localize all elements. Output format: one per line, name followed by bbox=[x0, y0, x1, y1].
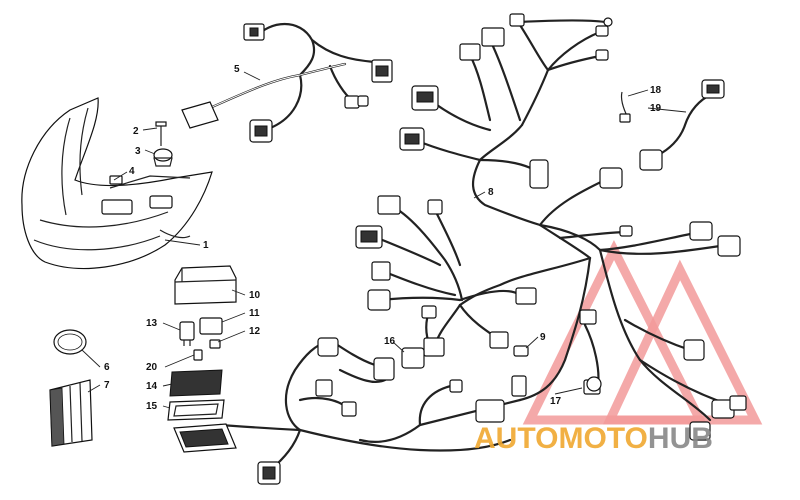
callout-13: 13 bbox=[146, 318, 158, 329]
fuse-box-base bbox=[173, 423, 237, 453]
main-wiring-harness bbox=[218, 13, 747, 485]
wire-bracket bbox=[619, 91, 631, 123]
fuse-panel bbox=[169, 369, 223, 397]
relay-large bbox=[199, 317, 223, 335]
watermark-auto: AUTO bbox=[474, 422, 558, 455]
callout-labels: 1 2 3 4 5 6 7 8 9 10 11 12 13 14 15 16 1… bbox=[104, 64, 662, 412]
relay-small bbox=[209, 339, 221, 349]
split-ring bbox=[53, 329, 87, 355]
callout-6: 6 bbox=[104, 362, 110, 373]
callout-14: 14 bbox=[146, 381, 158, 392]
fuse bbox=[193, 349, 203, 361]
small-connector bbox=[513, 345, 529, 357]
junction-connector bbox=[401, 347, 425, 369]
front-sub-harness bbox=[181, 23, 393, 143]
small-clip bbox=[109, 175, 123, 185]
callout-5: 5 bbox=[234, 64, 240, 75]
callout-9: 9 bbox=[540, 332, 546, 343]
callout-10: 10 bbox=[249, 290, 261, 301]
relay bbox=[179, 321, 195, 346]
callout-19: 19 bbox=[650, 103, 662, 114]
callout-leaders bbox=[81, 71, 687, 409]
callout-4: 4 bbox=[129, 166, 135, 177]
watermark-logo bbox=[522, 239, 763, 425]
callout-3: 3 bbox=[135, 146, 141, 157]
callout-15: 15 bbox=[146, 401, 158, 412]
callout-11: 11 bbox=[249, 308, 260, 319]
callout-18: 18 bbox=[650, 85, 662, 96]
bolt bbox=[155, 121, 167, 146]
headlight-fairing bbox=[21, 97, 213, 270]
callout-20: 20 bbox=[146, 362, 158, 373]
watermark-moto: MOTO bbox=[558, 422, 647, 455]
protective-sleeve bbox=[49, 379, 93, 447]
watermark-text: AUTOMOTOHUB bbox=[474, 422, 713, 455]
sensor bbox=[586, 376, 602, 392]
sensor-harness bbox=[639, 79, 725, 171]
watermark-hub: HUB bbox=[648, 422, 713, 455]
fuse-box-cover bbox=[174, 265, 237, 305]
callout-2: 2 bbox=[133, 126, 139, 137]
callout-1: 1 bbox=[203, 240, 209, 251]
callout-7: 7 bbox=[104, 380, 110, 391]
callout-12: 12 bbox=[249, 326, 261, 337]
callout-8: 8 bbox=[488, 187, 494, 198]
callout-16: 16 bbox=[384, 336, 396, 347]
fuse-box-gasket bbox=[167, 399, 225, 421]
svg-text:AUTOMOTOHUB: AUTOMOTOHUB bbox=[474, 422, 713, 455]
callout-17: 17 bbox=[550, 396, 562, 407]
cable-clamp bbox=[153, 148, 173, 167]
